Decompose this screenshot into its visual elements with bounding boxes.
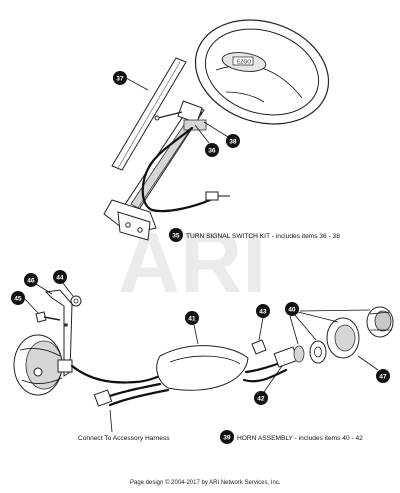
callout-39: 39	[220, 430, 234, 444]
callout-47: 47	[376, 369, 390, 383]
horn-assembly-note: HORN ASSEMBLY - includes items 40 - 42	[237, 435, 363, 442]
svg-text:43: 43	[259, 308, 267, 315]
callout-46: 46	[24, 273, 38, 287]
svg-text:47: 47	[379, 373, 387, 380]
svg-text:40: 40	[288, 306, 296, 313]
callout-41: 41	[185, 311, 199, 325]
horn-disc	[326, 317, 360, 359]
callout-42: 42	[254, 391, 268, 405]
svg-text:46: 46	[27, 277, 35, 284]
callout-40: 40	[285, 302, 299, 316]
switch-connector	[205, 191, 219, 201]
horn-section: 46 44 45 41	[11, 270, 394, 444]
svg-text:35: 35	[172, 232, 180, 239]
callout-44: 44	[53, 270, 67, 284]
copyright-footer: Page design © 2004-2017 by ARI Network S…	[130, 479, 281, 486]
wheel-badge: EZGO	[237, 60, 251, 66]
clip	[251, 317, 267, 355]
callout-38: 38	[226, 134, 240, 148]
horn	[13, 334, 73, 396]
svg-text:45: 45	[14, 295, 22, 302]
steering-wheel: EZGO	[194, 19, 330, 125]
svg-text:44: 44	[56, 274, 64, 281]
svg-text:41: 41	[188, 315, 196, 322]
turn-signal-kit-note: TURN SIGNAL SWITCH KIT - includes items …	[186, 233, 340, 240]
harness-connector	[93, 389, 113, 407]
svg-text:38: 38	[229, 138, 237, 145]
bolt	[23, 297, 61, 323]
svg-text:42: 42	[257, 395, 265, 402]
contact-plate	[263, 345, 305, 393]
horn-button-cap	[366, 306, 394, 338]
horn-harness	[70, 324, 292, 433]
callout-35: 35	[169, 228, 183, 242]
accessory-harness-note: Connect To Accessory Harness	[78, 435, 170, 442]
callout-37: 37	[113, 71, 127, 85]
horn-bracket	[35, 283, 73, 377]
svg-text:37: 37	[116, 75, 124, 82]
steering-assembly: EZGO 37	[103, 19, 340, 242]
horn-spring	[309, 340, 327, 364]
callout-43: 43	[256, 304, 270, 318]
callout-36: 36	[205, 143, 219, 157]
switch-wire	[141, 126, 212, 213]
callout-45: 45	[11, 291, 25, 305]
svg-text:36: 36	[208, 147, 216, 154]
nut	[61, 281, 82, 307]
svg-text:39: 39	[223, 434, 231, 441]
column-cover	[111, 57, 187, 171]
